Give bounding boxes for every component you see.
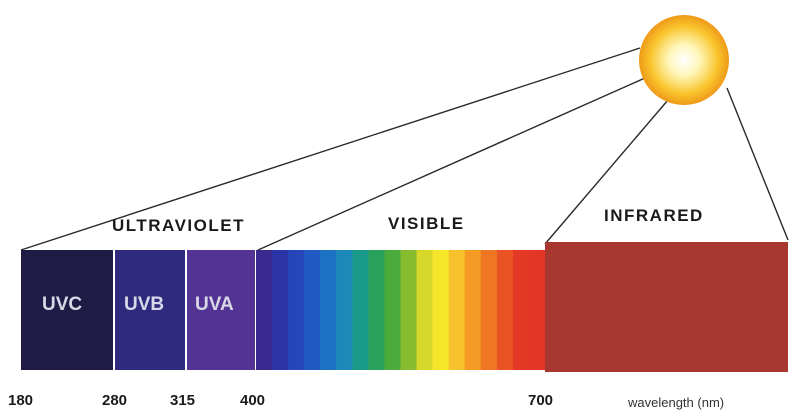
infrared-band	[545, 242, 788, 372]
ray-infrared-right	[726, 87, 789, 241]
visible-spectrum-stripe	[528, 250, 546, 370]
visible-spectrum-stripe	[368, 250, 386, 370]
wavelength-unit-label: wavelength (nm)	[628, 395, 725, 410]
visible-spectrum-stripe	[304, 250, 321, 370]
tick-label: 315	[170, 392, 196, 409]
visible-spectrum-stripe	[448, 250, 466, 370]
visible-spectrum-stripe	[352, 250, 369, 370]
visible-spectrum-stripe	[464, 250, 482, 370]
visible-spectrum-stripe	[272, 250, 289, 370]
visible-spectrum-stripe	[480, 250, 498, 370]
ray-visible-right	[544, 99, 669, 245]
ray-ultraviolet-right	[257, 77, 646, 251]
visible-spectrum-band	[256, 250, 546, 370]
visible-spectrum-stripe	[320, 250, 337, 370]
tick-label: 400	[240, 392, 266, 409]
uvb-band	[115, 250, 185, 370]
uvc-band	[21, 250, 113, 370]
tick-label: 180	[8, 392, 34, 409]
visible-spectrum-stripe	[384, 250, 402, 370]
visible-label: VISIBLE	[388, 214, 465, 233]
visible-spectrum-stripe	[512, 250, 530, 370]
uvc-label: UVC	[42, 294, 83, 315]
uva-band	[187, 250, 255, 370]
visible-spectrum-stripe	[416, 250, 434, 370]
sun-rays	[20, 47, 789, 251]
sun-icon	[639, 15, 729, 105]
tick-label: 700	[528, 392, 554, 409]
ray-ultraviolet-left	[20, 47, 641, 251]
uvb-label: UVB	[124, 294, 165, 315]
visible-spectrum-stripe	[496, 250, 514, 370]
ultraviolet-label: ULTRAVIOLET	[112, 216, 245, 235]
tick-label: 280	[102, 392, 128, 409]
visible-spectrum-stripe	[432, 250, 450, 370]
visible-spectrum-stripe	[336, 250, 353, 370]
visible-spectrum-stripe	[288, 250, 305, 370]
visible-spectrum-stripe	[400, 250, 418, 370]
infrared-label: INFRARED	[604, 206, 704, 225]
uva-label: UVA	[195, 294, 234, 315]
visible-spectrum-stripe	[256, 250, 273, 370]
